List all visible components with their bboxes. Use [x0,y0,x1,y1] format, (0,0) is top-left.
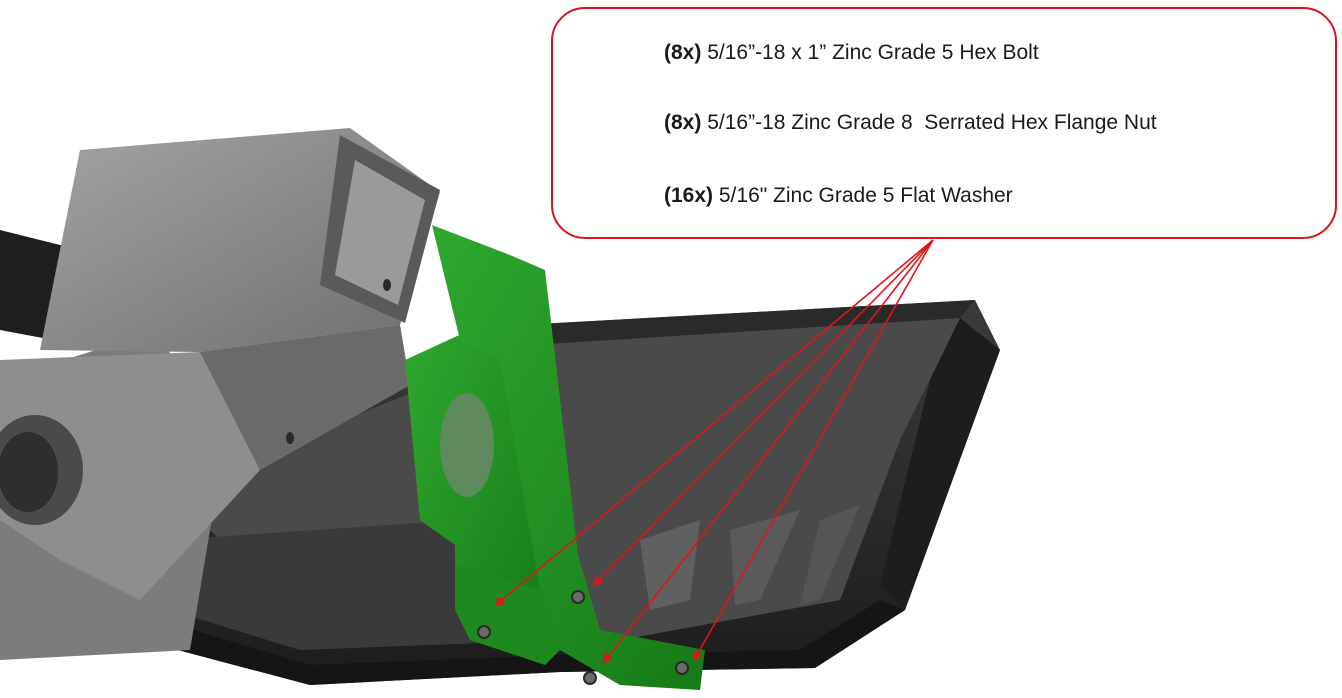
bracket-bolt-3 [583,671,597,685]
receiver-bolt-hole-lower [286,432,294,444]
hardware-item-desc: 5/16”-18 Zinc Grade 8 Serrated Hex Flang… [707,111,1157,134]
hardware-item-washer: (16x) 5/16" Zinc Grade 5 Flat Washer [664,184,1013,208]
hardware-item-nut: (8x) 5/16”-18 Zinc Grade 8 Serrated Hex … [664,111,1157,135]
receiver-shadow-face [200,325,410,470]
tray-right-end [880,318,1000,610]
hardware-item-desc: 5/16”-18 x 1” Zinc Grade 5 Hex Bolt [707,41,1039,64]
bracket-bolt-1 [477,625,491,639]
leader-arrow-2 [592,239,934,587]
tray-front-lip [140,600,905,685]
hardware-item-bolt: (8x) 5/16”-18 x 1” Zinc Grade 5 Hex Bolt [664,41,1039,65]
receiver-hitch [0,128,440,600]
leader-arrow-3 [602,239,934,664]
tray-gusset-3 [800,505,860,605]
tray-rear-wall [520,300,975,345]
leader-arrows [494,239,934,664]
bracket-bolt-2 [571,590,585,604]
bracket-bolt-4 [675,661,689,675]
hitch-pin-hole-inner [0,432,58,512]
hardware-callout [551,7,1337,239]
leader-arrow-4 [693,239,934,662]
hardware-item-qty: (16x) [664,184,714,207]
receiver-opening-inner [335,160,425,305]
tray-gusset-1 [640,520,700,610]
bracket-right-foot [455,565,560,665]
receiver-bolt-hole-upper [383,279,391,291]
tray-gusset-2 [730,510,800,605]
hardware-item-desc: 5/16" Zinc Grade 5 Flat Washer [718,184,1013,207]
bracket-right [432,225,705,690]
leader-arrow-1 [494,239,934,607]
hardware-item-qty: (8x) [664,111,702,134]
green-mounting-brackets [405,225,705,690]
bracket-left-large-hole [440,393,494,497]
hardware-item-qty: (8x) [664,41,702,64]
